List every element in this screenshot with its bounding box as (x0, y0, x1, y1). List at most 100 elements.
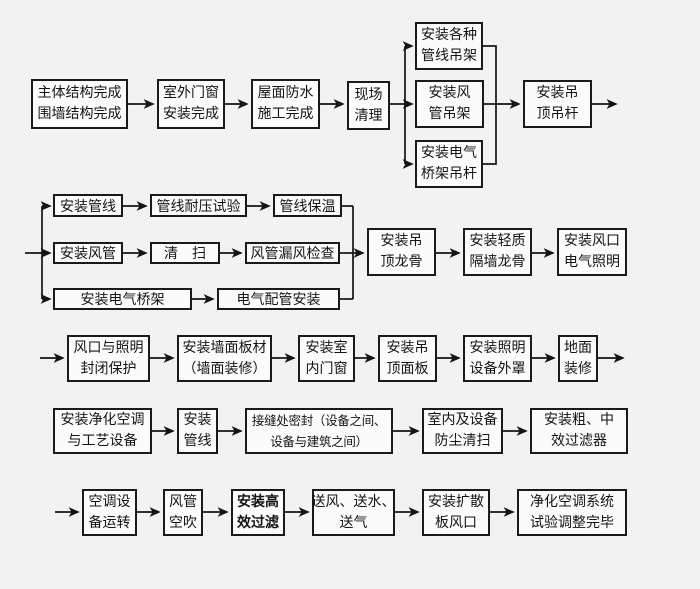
box-text: 顶吊杆 (536, 106, 579, 122)
box-text: 管线保温 (279, 198, 336, 215)
flow-box-install-interior-doors-windows: 安装室 内门窗 (298, 335, 355, 382)
box-text: 安装风 (428, 85, 471, 101)
flow-box-main-and-wall-structure-complete: 主体结构完成 围墙结构完成 (31, 79, 128, 129)
flow-box-install-duct-hangers: 安装风 管吊架 (415, 80, 484, 128)
box-text: 电气照明 (564, 254, 620, 270)
flow-box-install-wall-panels: 安装墙面板材 （墙面装修） (177, 335, 272, 382)
box-text: 风口与照明 (73, 339, 144, 356)
box-text: 地面 (564, 339, 592, 356)
box-text: 安装管线 (60, 198, 116, 215)
box-text: 顶龙骨 (380, 254, 423, 270)
box-text: 风管 (169, 493, 197, 510)
box-text: 空吹 (169, 514, 197, 531)
box-text: 管线 (183, 433, 212, 449)
box-text: 安装风管 (60, 246, 116, 262)
row1-connectors (128, 41, 618, 169)
box-text: 接缝处密封（设备之间、 (251, 413, 387, 428)
box-text: 安装吊 (536, 85, 579, 101)
flow-box-install-air-ducts: 安装风管 (53, 242, 123, 264)
flow-box-install-hepa-filter: 安装高 效过滤 (231, 489, 285, 536)
box-text: 安装扩散 (428, 493, 484, 510)
flow-box-electrical-conduit-installation: 电气配管安装 (217, 288, 340, 310)
flow-box-install-vents-electrical-lighting: 安装风口 电气照明 (557, 228, 627, 276)
box-text: 与工艺设备 (67, 433, 138, 449)
box-text: 电气配管安装 (236, 292, 321, 308)
flow-box-vent-lighting-sealing-protection: 风口与照明 封闭保护 (67, 335, 150, 382)
flow-box-install-purification-ac-process-equipment: 安装净化空调 与工艺设备 (53, 408, 152, 454)
flow-box-install-ceiling-panels: 安装吊 顶面板 (378, 335, 437, 382)
row2-connectors (25, 201, 555, 304)
box-text: 安装轻质 (469, 233, 526, 249)
flow-box-pipeline-pressure-test: 管线耐压试验 (150, 194, 247, 217)
flow-box-ac-equipment-operation: 空调设 备运转 (82, 489, 137, 536)
flow-box-supply-air-water-gas: 送风、送水、 送气 (311, 489, 396, 536)
box-text: 安装粗、中 (544, 412, 614, 428)
box-text: 顶面板 (386, 360, 429, 377)
flow-box-install-electrical-tray-hangers: 安装电气 桥架吊杆 (415, 140, 483, 188)
box-text: 安装吊 (380, 233, 423, 249)
box-text: 安装净化空调 (60, 412, 145, 428)
box-text: 主体结构完成 (37, 85, 122, 101)
box-text: 桥架吊杆 (421, 166, 477, 182)
box-text: 管线耐压试验 (156, 198, 241, 215)
box-text: 防尘清扫 (434, 433, 491, 449)
box-text: 安装风口 (564, 233, 620, 249)
flow-box-duct-leak-check: 风管漏风检查 (245, 242, 340, 264)
box-text: 空调设 (88, 493, 131, 510)
flow-box-install-lightweight-partition-keel: 安装轻质 隔墙龙骨 (463, 228, 532, 276)
flow-box-cleaning: 清 扫 (150, 242, 220, 264)
flow-box-roof-waterproofing-complete: 屋面防水 施工完成 (251, 79, 320, 129)
box-text: 安装照明 (469, 339, 526, 356)
box-text: 设备与建筑之间） (270, 434, 368, 449)
box-text: 效过滤 (237, 514, 279, 531)
flow-box-install-lighting-equipment-covers: 安装照明 设备外罩 (463, 335, 532, 382)
flow-box-install-pipelines-stage4: 安装 管线 (177, 408, 218, 454)
box-text: 设备外罩 (469, 360, 526, 377)
flow-box-install-ceiling-keel: 安装吊 顶龙骨 (367, 228, 436, 276)
box-text: 送风、送水、 (311, 493, 396, 510)
box-text: 现场 (354, 86, 383, 103)
box-text: 内门窗 (305, 360, 348, 377)
box-text: 安装各种 (421, 27, 477, 43)
box-text: 净化空调系统 (530, 493, 614, 510)
flow-box-seam-sealing: 接缝处密封（设备之间、 设备与建筑之间） (245, 408, 393, 454)
flow-box-floor-decoration: 地面 装修 (558, 335, 598, 382)
box-text: 备运转 (88, 514, 131, 531)
box-text: 安装完成 (163, 106, 219, 122)
flow-box-install-diffuser-vents: 安装扩散 板风口 (422, 489, 490, 536)
flow-box-duct-air-blow: 风管 空吹 (163, 489, 203, 536)
box-text: 效过滤器 (551, 433, 607, 449)
box-text: 试验调整完毕 (530, 514, 614, 531)
box-text: 清理 (354, 107, 383, 124)
box-text: 安装高 (237, 493, 279, 510)
box-text: （墙面装修） (182, 360, 267, 377)
flow-box-install-pipelines: 安装管线 (53, 194, 123, 217)
box-text: 室外门窗 (163, 85, 219, 101)
box-text: 施工完成 (257, 106, 314, 122)
flow-box-install-electrical-trays: 安装电气桥架 (53, 288, 192, 310)
box-text: 装修 (564, 360, 592, 377)
box-text: 清 扫 (164, 246, 206, 262)
flow-box-site-cleanup: 现场 清理 (347, 81, 390, 130)
flow-box-install-various-pipeline-hangers: 安装各种 管线吊架 (415, 22, 483, 70)
box-text: 封闭保护 (80, 360, 137, 377)
box-text: 送气 (339, 514, 368, 531)
box-text: 管线吊架 (421, 48, 477, 64)
box-text: 安装电气桥架 (80, 292, 165, 308)
flow-box-install-ceiling-hanger-rods: 安装吊 顶吊杆 (523, 80, 592, 128)
flow-box-install-coarse-medium-filters: 安装粗、中 效过滤器 (530, 408, 628, 454)
flow-box-exterior-doors-windows-installed: 室外门窗 安装完成 (157, 79, 225, 129)
box-text: 安装吊 (386, 339, 429, 356)
flow-box-purification-ac-system-test-complete: 净化空调系统 试验调整完毕 (517, 489, 627, 536)
box-text: 安装电气 (421, 145, 477, 161)
box-text: 安装 (183, 412, 212, 428)
box-text: 管吊架 (428, 106, 471, 122)
box-text: 室内及设备 (427, 412, 498, 428)
flow-box-pipeline-insulation: 管线保温 (273, 194, 342, 217)
box-text: 安装墙面板材 (182, 339, 267, 356)
box-text: 安装室 (305, 339, 348, 356)
box-text: 风管漏风检查 (250, 246, 335, 262)
box-text: 围墙结构完成 (37, 106, 122, 122)
